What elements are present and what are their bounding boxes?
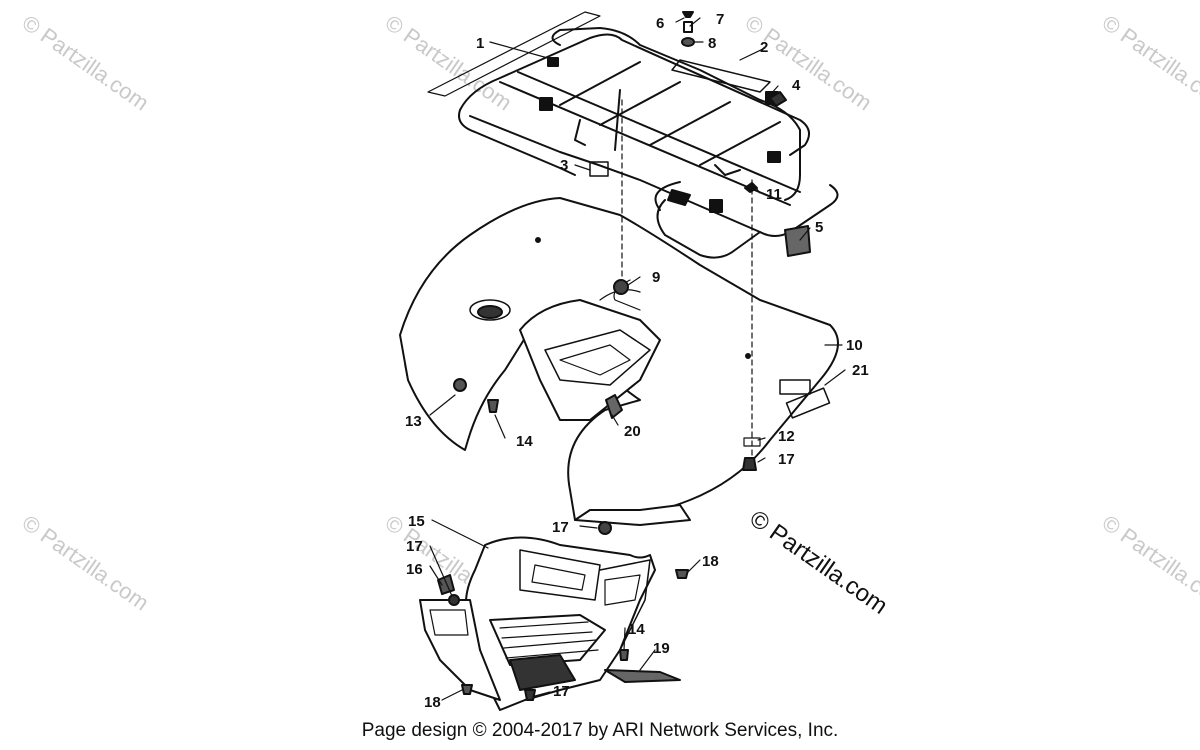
- callout-20: 20: [624, 423, 641, 440]
- callout-17: 17: [778, 451, 795, 468]
- callout-6: 6: [656, 15, 664, 32]
- callout-16: 16: [406, 561, 423, 578]
- callout-14: 14: [516, 433, 533, 450]
- nut-17c: [448, 594, 460, 606]
- assembly-lines: [621, 99, 753, 461]
- rivet-14b: [619, 649, 629, 661]
- callout-14: 14: [628, 621, 645, 638]
- footrest-19: [604, 669, 681, 683]
- callout-17: 17: [406, 538, 423, 555]
- copyright-footer: Page design © 2004-2017 by ARI Network S…: [361, 720, 839, 741]
- leader-lines: [429, 17, 846, 701]
- callout-4: 4: [792, 77, 801, 94]
- callout-12: 12: [778, 428, 795, 445]
- rear-rack: [427, 11, 839, 259]
- rivet-14: [487, 399, 499, 413]
- decal-21: [785, 387, 831, 419]
- callout-7: 7: [716, 11, 724, 28]
- callout-2: 2: [760, 39, 768, 56]
- callout-13: 13: [405, 413, 422, 430]
- callout-11: 11: [766, 186, 782, 203]
- callout-8: 8: [708, 35, 716, 52]
- callout-21: 21: [852, 362, 869, 379]
- callout-15: 15: [408, 513, 425, 530]
- hardware-top: [589, 11, 811, 257]
- bolt-16: [437, 574, 455, 595]
- callout-5: 5: [815, 219, 823, 236]
- nut-17d: [524, 689, 536, 701]
- callout-17: 17: [553, 683, 570, 700]
- callout-3: 3: [560, 157, 568, 174]
- nut-17b: [598, 521, 612, 535]
- callout-18: 18: [702, 553, 719, 570]
- footwell: [419, 536, 656, 711]
- callout-17: 17: [552, 519, 569, 536]
- rear-fender: [399, 197, 839, 526]
- nut-9: [613, 279, 629, 295]
- callout-labels: 1 2 3 4 5 6 7 8 9 10 11 12 13 14 15 16 1…: [405, 11, 869, 711]
- rivet-18: [675, 569, 689, 579]
- callout-1: 1: [476, 35, 484, 52]
- rivet-18b: [461, 684, 473, 695]
- callout-19: 19: [653, 640, 670, 657]
- callout-9: 9: [652, 269, 660, 286]
- washer-12: [743, 437, 761, 447]
- nut-17: [742, 457, 757, 471]
- callout-18: 18: [424, 694, 441, 711]
- callout-10: 10: [846, 337, 863, 354]
